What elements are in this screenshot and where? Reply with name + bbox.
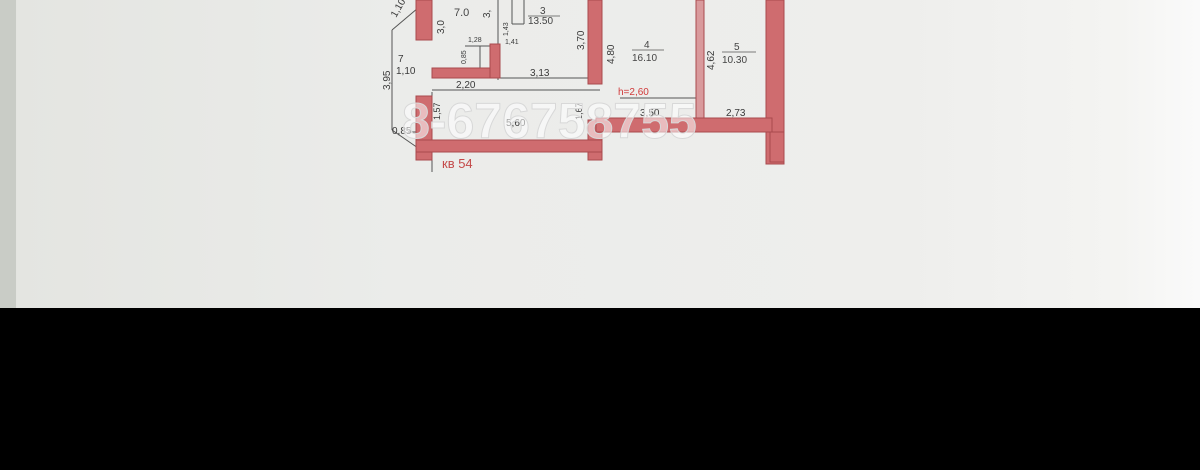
dim-label: 1,10 <box>389 0 408 20</box>
room-number: 4 <box>644 40 650 51</box>
dim-label: 1,57 <box>432 102 442 120</box>
room-area: 13.50 <box>528 16 553 27</box>
wall-interior-b <box>695 0 705 119</box>
room-number: 5 <box>734 42 740 53</box>
dim-label: 3,70 <box>576 30 587 50</box>
dim-label: 1,10 <box>396 66 416 77</box>
wall-bottom-left <box>415 139 603 153</box>
room-area: 10.30 <box>722 55 747 66</box>
room-number: 7.0 <box>454 7 469 19</box>
dim-label: 4,80 <box>606 44 617 64</box>
apartment-label: кв 54 <box>442 156 473 171</box>
dim-label: 4,62 <box>706 50 717 70</box>
paper-edge <box>0 0 16 308</box>
dim-label: 7 <box>398 54 404 65</box>
dim-label: 3,0 <box>436 20 447 34</box>
dim-label: 5,60 <box>506 118 526 129</box>
wall-left-top <box>415 0 433 41</box>
dim-label: 3,13 <box>530 68 550 79</box>
dim-label: 1,41 <box>505 39 519 46</box>
dim-label: 3,95 <box>382 70 393 90</box>
dim-label: 2,20 <box>456 80 476 91</box>
wall-bottom-right <box>769 131 785 163</box>
dim-label: 0,85 <box>461 50 468 64</box>
watermark-phone: 8-676758755 <box>402 93 697 149</box>
dim-label: 2,73 <box>726 108 746 119</box>
dim-label: 3, <box>482 10 493 18</box>
wall-partition-small <box>489 43 501 79</box>
wall-interior-a <box>587 0 603 85</box>
dim-label: 0,85 <box>392 126 412 137</box>
letterbox-bar <box>0 308 1200 470</box>
floor-plan-drawing: 1,10 3,0 3,95 7 1,10 1,28 0,85 1,43 1,41… <box>382 0 785 172</box>
wall-corridor <box>595 117 773 133</box>
dim-label: 3,50 <box>640 108 660 119</box>
room-number: 3 <box>540 6 546 17</box>
dim-label: 1,28 <box>468 37 482 44</box>
dim-label: 1,67 <box>574 102 584 120</box>
walls <box>415 0 785 165</box>
height-label: h=2,60 <box>618 87 649 98</box>
room-area: 16.10 <box>632 53 657 64</box>
dim-label: 1,43 <box>503 22 510 36</box>
